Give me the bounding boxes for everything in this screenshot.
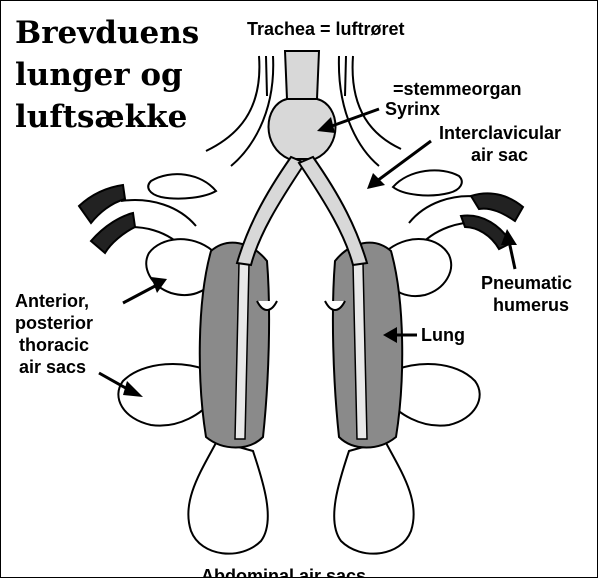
label-pneumatic-1: Pneumatic <box>481 273 572 293</box>
primary-bronchus-right <box>299 157 367 265</box>
trachea <box>285 51 319 99</box>
abdominal-air-sac-right <box>334 441 414 554</box>
label-stemmeorgan: =stemmeorgan <box>393 79 522 99</box>
arrow-anterior <box>123 277 167 303</box>
label-syrinx: Syrinx <box>385 99 440 119</box>
label-anterior-3: thoracic <box>19 335 89 355</box>
label-pneumatic-2: humerus <box>493 295 569 315</box>
title-line-1: Brevduens <box>15 15 199 51</box>
label-trachea: Trachea = luftrøret <box>247 19 405 39</box>
label-interclavicular-1: Interclavicular <box>439 123 561 143</box>
title-line-3: luftsække <box>15 99 187 135</box>
lung-left <box>200 243 269 448</box>
humerus-bones <box>79 185 523 253</box>
label-interclavicular-2: air sac <box>471 145 528 165</box>
abdominal-air-sac-left <box>188 441 268 554</box>
title-line-2: lunger og <box>15 57 183 93</box>
label-lung: Lung <box>421 325 465 345</box>
label-anterior-1: Anterior, <box>15 291 89 311</box>
primary-bronchus-left <box>237 157 305 265</box>
label-anterior-2: posterior <box>15 313 93 333</box>
lung-right <box>333 243 402 448</box>
label-abdominal: Abdominal air sacs <box>201 566 366 578</box>
shoulder-outline <box>113 170 489 251</box>
label-anterior-4: air sacs <box>19 357 86 377</box>
